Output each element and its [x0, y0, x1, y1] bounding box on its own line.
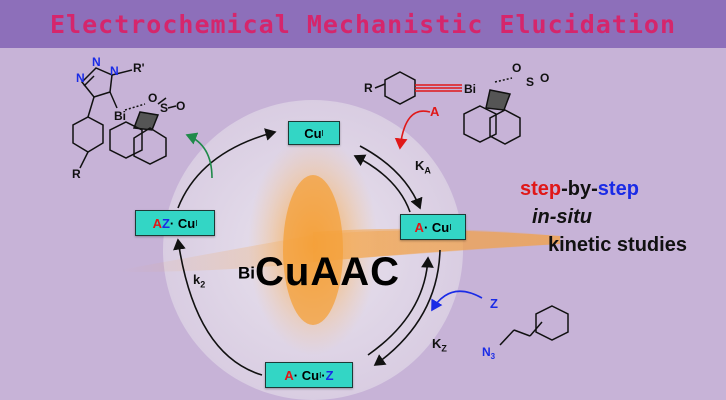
electrochemical-glow — [120, 135, 570, 355]
page-title: Electrochemical Mechanistic Elucidation — [50, 9, 676, 39]
product-atom-bi: Bi — [114, 109, 126, 123]
az-cu-z: Z — [161, 215, 170, 231]
az-cu-a: A — [152, 215, 162, 231]
alkyne-bi-structure — [374, 71, 521, 145]
reagent-z-arrow — [431, 290, 483, 312]
alkyne-atom-bi: Bi — [464, 82, 476, 96]
catalyst-prefix: Bi — [238, 263, 255, 283]
alkyne-atom-s: S — [526, 75, 534, 89]
slogan-in-situ: in-situ — [532, 206, 592, 228]
product-atom-n2: N — [92, 55, 101, 69]
product-atom-o: O — [148, 91, 157, 105]
catalytic-cycle-arrows — [173, 128, 441, 376]
a-cu-z-a: A — [284, 367, 294, 383]
product-atom-o2: O — [176, 99, 185, 113]
rate-ka: KA — [415, 158, 431, 176]
reagent-a-arrow — [394, 110, 431, 150]
product-atom-n3: N — [110, 64, 119, 78]
slogan-step-by-step: step-by-step — [520, 178, 639, 200]
alkyne-atom-o2: O — [540, 71, 549, 85]
alkyne-atom-o: O — [512, 61, 521, 75]
triazole-product-structure — [72, 67, 177, 169]
rate-kz: KZ — [432, 336, 447, 354]
slogan-kinetic-studies: kinetic studies — [548, 234, 687, 256]
a-cu-z-mid: · Cu — [293, 367, 320, 383]
title-banner: Electrochemical Mechanistic Elucidation — [0, 0, 726, 48]
arrow-acuz-to-acu — [367, 256, 434, 356]
catalyst-name: BiCuAAC — [238, 250, 400, 295]
a-cu-z-dot: · — [321, 367, 326, 383]
azide-structure — [499, 305, 569, 346]
reagent-a-label: A — [430, 104, 440, 119]
az-cu-oxidation: I — [195, 218, 198, 228]
alkyne-r: R — [364, 81, 373, 95]
arrow-acu-to-cu — [353, 154, 411, 213]
arrow-azcu-to-cu — [177, 128, 277, 209]
arrow-acuz-to-azcu — [173, 238, 263, 376]
product-r: R — [72, 167, 81, 181]
cu-oxidation: I — [321, 128, 324, 138]
az-cu-rest: · Cu — [169, 215, 196, 231]
product-r-prime: R' — [133, 61, 145, 75]
a-cu-oxidation: I — [449, 222, 452, 232]
a-cu-z-oxidation: I — [319, 370, 322, 380]
product-release-arrow — [185, 132, 213, 179]
azide-n: N3 — [482, 345, 496, 361]
cu-label: Cu — [304, 125, 322, 141]
rate-k2: k2 — [193, 272, 206, 290]
product-atom-s: S — [160, 101, 168, 115]
product-atom-n1: N — [76, 71, 85, 85]
arrow-acu-to-acuz — [373, 249, 441, 366]
reagent-z-label: Z — [490, 296, 498, 311]
catalyst-main: CuAAC — [255, 250, 400, 294]
arrow-cu-to-acu — [359, 145, 423, 210]
a-cu-a: A — [414, 219, 424, 235]
a-cu-z-z: Z — [325, 367, 334, 383]
a-cu-rest: · Cu — [423, 219, 450, 235]
